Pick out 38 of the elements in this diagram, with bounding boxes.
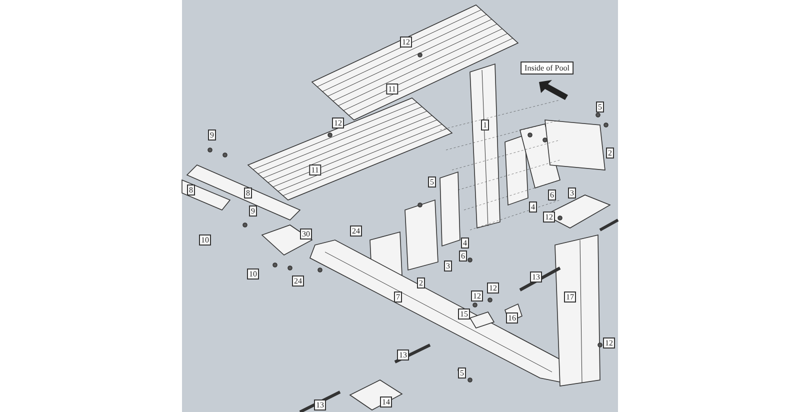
callout-number: 12 bbox=[400, 36, 412, 48]
callout-number: 13 bbox=[397, 350, 409, 360]
callout-number: 9 bbox=[208, 130, 216, 140]
callout-number: 5 bbox=[458, 368, 466, 378]
callout-number: 12 bbox=[603, 338, 615, 348]
callout-number: 8 bbox=[244, 188, 252, 198]
callout-number: 3 bbox=[568, 188, 576, 198]
callout-number: 10 bbox=[199, 234, 211, 246]
callout-number: 4 bbox=[529, 202, 537, 212]
callout-number: 4 bbox=[461, 238, 469, 248]
callout-number: 5 bbox=[428, 176, 436, 188]
callout-number: 5 bbox=[596, 102, 604, 112]
callout-number: 2 bbox=[606, 148, 614, 158]
callout-number: 14 bbox=[380, 396, 392, 408]
callout-number: 24 bbox=[292, 276, 304, 286]
callout-number: 10 bbox=[247, 268, 259, 280]
callout-number: 15 bbox=[458, 308, 470, 320]
callout-number: 2 bbox=[417, 278, 425, 288]
callout-number: 11 bbox=[386, 84, 398, 94]
callout-number: 24 bbox=[350, 226, 362, 236]
callout-number: 6 bbox=[548, 190, 556, 200]
callout-number: 7 bbox=[394, 292, 402, 302]
callout-number: 12 bbox=[332, 118, 344, 128]
callout-number: 8 bbox=[187, 184, 195, 196]
callout-number: 9 bbox=[249, 206, 257, 216]
callout-number: 6 bbox=[459, 250, 467, 262]
callout-number: 12 bbox=[543, 212, 555, 222]
callout-number: 11 bbox=[309, 164, 321, 176]
callout-number: 12 bbox=[487, 282, 499, 294]
direction-note: Inside of Pool bbox=[520, 62, 574, 74]
callout-number: 13 bbox=[530, 272, 542, 282]
callout-number: 12 bbox=[471, 290, 483, 302]
callout-number: 17 bbox=[564, 292, 576, 302]
callout-number: 30 bbox=[300, 228, 312, 240]
callout-number: 1 bbox=[481, 120, 489, 130]
callout-number: 13 bbox=[314, 400, 326, 410]
callout-number: 16 bbox=[506, 312, 518, 324]
callout-number: 3 bbox=[444, 260, 452, 272]
